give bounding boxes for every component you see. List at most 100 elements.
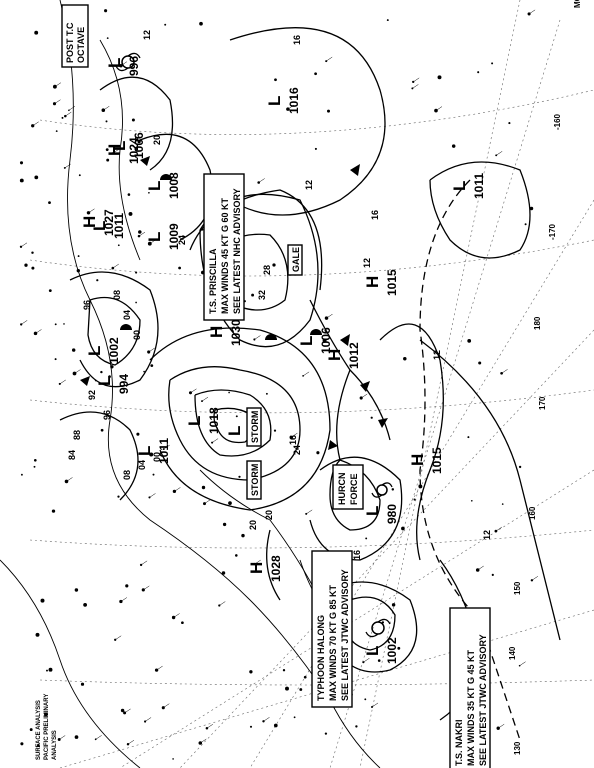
isobar-label: 00 xyxy=(152,452,162,462)
station-dot xyxy=(96,279,99,282)
advisory-priscilla: T.S. PRISCILLA MAX WINDS 45 KT G 60 KT S… xyxy=(203,173,245,321)
high-value: 1027 xyxy=(102,209,116,236)
isobar-label: 32 xyxy=(257,290,267,300)
station-dot xyxy=(221,571,226,575)
isobar-label: 88 xyxy=(72,430,82,440)
wind-barb xyxy=(32,121,39,127)
wind-barb xyxy=(306,509,313,515)
wind-barb xyxy=(302,371,310,377)
isobar-label: 12 xyxy=(482,530,492,540)
station-dot xyxy=(34,175,39,180)
wind-barb xyxy=(112,263,119,269)
station-dot xyxy=(299,688,303,691)
title-line-1: POST T.C xyxy=(65,22,75,63)
isobar-label: 12 xyxy=(432,350,442,360)
station-dot xyxy=(147,350,151,354)
low-value: 1009 xyxy=(167,223,181,250)
station-dot xyxy=(391,488,395,491)
wind-barb xyxy=(20,242,28,248)
footer-line-3: ANALYSIS xyxy=(52,730,58,760)
station-dot xyxy=(63,323,65,325)
warnings: GALE STORM STORM HURCN FORCE xyxy=(246,244,364,510)
station-dot xyxy=(199,21,203,26)
wind-barb xyxy=(112,149,119,154)
wind-barb xyxy=(412,84,419,89)
isobar-label: 16 xyxy=(370,210,380,220)
station-dot xyxy=(64,479,69,484)
wind-barb xyxy=(326,56,333,62)
wind-barb xyxy=(254,559,261,565)
wind-barb xyxy=(361,393,368,399)
low-letter: L xyxy=(90,221,109,231)
station-dot xyxy=(249,725,253,728)
low-letter: L xyxy=(185,416,204,426)
wind-barb xyxy=(435,106,443,111)
station-dot xyxy=(105,120,108,123)
station-dot xyxy=(24,263,28,267)
wind-barb xyxy=(88,208,95,214)
wind-barb xyxy=(291,432,298,438)
station-dot xyxy=(228,501,232,505)
high-letter: H xyxy=(207,326,226,338)
wind-barb xyxy=(498,723,505,729)
station-dot xyxy=(74,735,79,739)
station-dot xyxy=(117,495,120,498)
low-letter: L xyxy=(110,141,129,151)
low-letter: L xyxy=(95,376,114,386)
low-value: 1018 xyxy=(207,407,221,434)
station-dot xyxy=(105,148,109,152)
station-dot xyxy=(108,375,111,378)
low-value: 996 xyxy=(127,56,141,76)
station-dot xyxy=(238,475,241,478)
wind-barb xyxy=(413,77,420,83)
station-dot xyxy=(172,758,174,760)
station-dot xyxy=(327,109,330,113)
isobar-label: 92 xyxy=(87,390,97,400)
station-dot xyxy=(249,670,253,674)
wind-barb xyxy=(496,151,503,156)
station-dot xyxy=(403,356,407,361)
station-dot xyxy=(434,108,438,113)
wind-barb xyxy=(149,239,156,244)
station-dot xyxy=(364,698,367,701)
station-dot xyxy=(19,178,24,183)
station-dot xyxy=(20,742,24,746)
station-dot xyxy=(467,339,472,343)
station-dot xyxy=(106,158,110,162)
wind-barb xyxy=(127,739,135,745)
advisory-halong-line-3: SEE LATEST JTWC ADVISORY xyxy=(340,569,350,701)
wind-barb xyxy=(65,111,72,117)
wind-barb xyxy=(363,657,370,663)
wind-barb xyxy=(138,231,146,237)
advisory-halong-line-2: MAX WINDS 70 KT G 85 KT xyxy=(328,584,338,701)
station-dot xyxy=(100,428,104,432)
station-dot xyxy=(136,432,140,436)
station-dot xyxy=(228,391,230,394)
wind-barb xyxy=(144,717,152,722)
station-dot xyxy=(148,191,150,194)
station-dot xyxy=(74,588,79,592)
station-dot xyxy=(524,223,527,226)
isobar-label: 96 xyxy=(102,410,112,420)
coastline xyxy=(0,0,381,768)
station-dot xyxy=(355,725,358,728)
wind-barb xyxy=(54,82,62,87)
station-dot xyxy=(322,338,327,343)
station-dot xyxy=(40,598,45,603)
low-value: 1011 xyxy=(112,213,126,239)
low-value: 1002 xyxy=(385,637,399,664)
station-dot xyxy=(401,526,405,531)
wind-barb xyxy=(120,597,128,602)
wind-barb xyxy=(531,576,539,581)
station-dot xyxy=(478,361,482,365)
station-dot xyxy=(127,193,131,196)
wind-barb xyxy=(173,613,180,618)
station-dot xyxy=(48,289,52,293)
wind-barb xyxy=(258,178,265,183)
